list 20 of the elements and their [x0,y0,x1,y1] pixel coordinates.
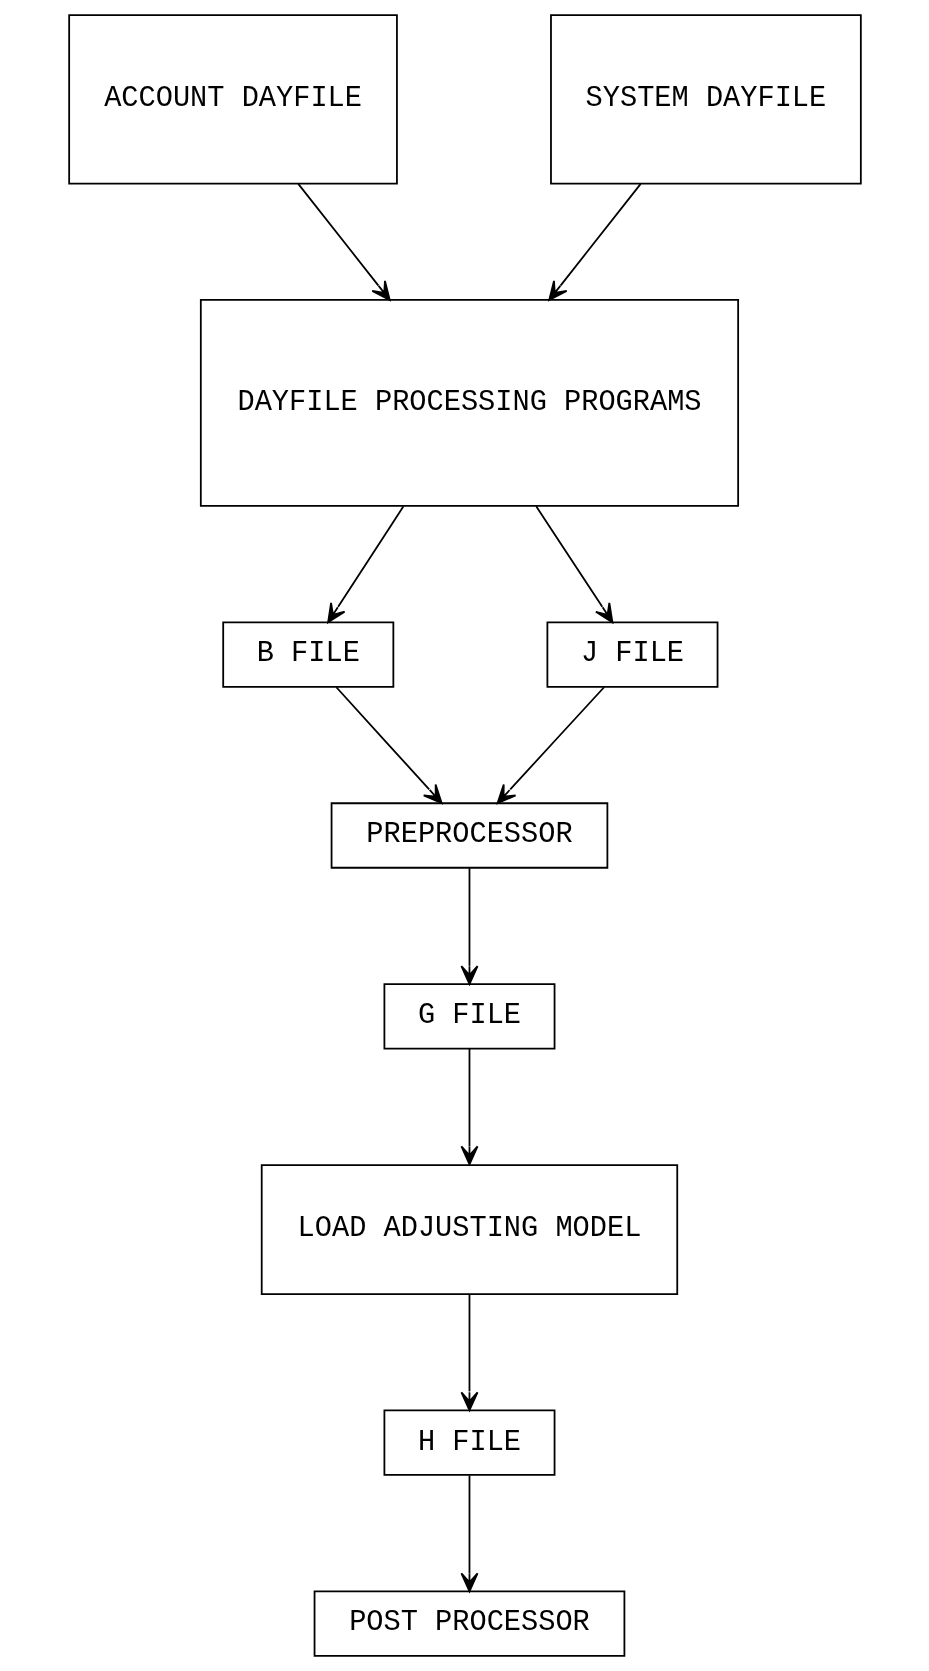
arrow [326,505,404,624]
node-box: LOAD ADJUSTING MODEL [260,1164,678,1295]
arrow [460,1293,478,1412]
arrow [496,686,605,805]
arrow [460,1474,478,1593]
node-box: PREPROCESSOR [330,802,608,869]
node-box: POST PROCESSOR [313,1590,625,1657]
arrow [547,183,642,301]
node-box: G FILE [383,983,555,1050]
arrow [334,686,443,805]
arrow [460,1047,478,1166]
arrow [296,183,391,301]
node-box: SYSTEM DAYFILE [549,14,862,185]
node-box: ACCOUNT DAYFILE [67,14,398,185]
arrow [534,505,613,624]
node-box: B FILE [221,621,394,688]
node-box: DAYFILE PROCESSING PROGRAMS [199,299,739,507]
node-box: H FILE [383,1409,555,1476]
node-box: J FILE [546,621,718,688]
arrow [460,867,478,985]
